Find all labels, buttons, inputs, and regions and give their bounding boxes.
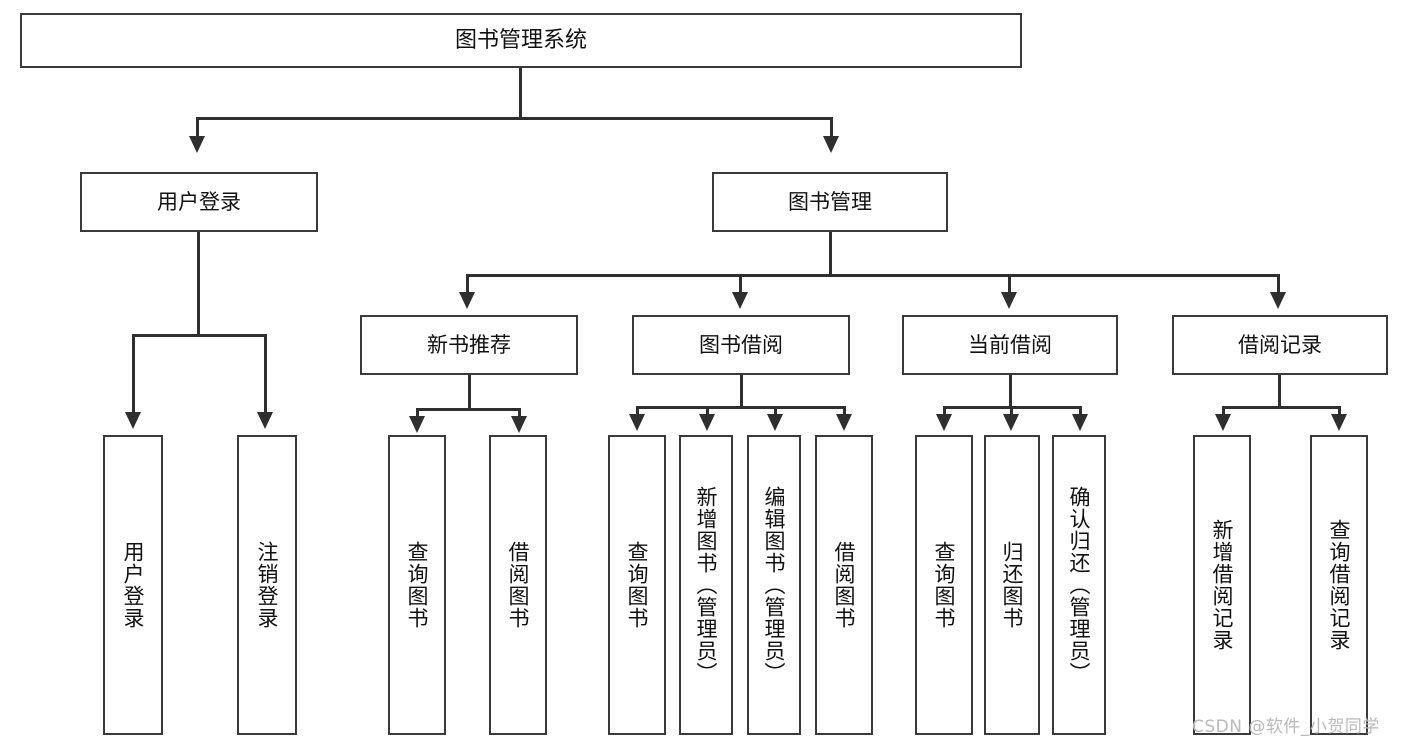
edge-cb-leaf1 — [943, 406, 946, 416]
edge-bb-leaf1 — [636, 406, 639, 416]
leaf-add-record[interactable]: 新增借阅记录 — [1193, 435, 1251, 735]
arrowhead-leaf-edit-book — [767, 414, 783, 431]
arrowhead-new-book-rec — [459, 292, 475, 309]
leaf-return-book[interactable]: 归还图书 — [984, 435, 1040, 735]
leaf-borrow-book-1-label: 借阅图书 — [506, 541, 531, 629]
arrowhead-borrow-record — [1270, 292, 1286, 309]
edge-book-borrow-down — [740, 375, 743, 408]
leaf-user-login-label: 用户登录 — [121, 541, 146, 629]
node-book-borrow[interactable]: 图书借阅 — [632, 315, 850, 375]
edge-new-book-down — [468, 375, 471, 410]
arrowhead-book-manage — [823, 136, 839, 153]
edge-root-to-user-login — [196, 117, 199, 139]
leaf-borrow-book-1[interactable]: 借阅图书 — [489, 435, 547, 735]
node-user-login[interactable]: 用户登录 — [80, 172, 318, 232]
node-borrow-record[interactable]: 借阅记录 — [1172, 315, 1388, 375]
arrowhead-book-borrow — [732, 292, 748, 309]
arrowhead-leaf-confirm-return — [1072, 414, 1088, 431]
edge-nb-leaf2 — [518, 408, 521, 418]
edge-cb-leaf2 — [1010, 406, 1013, 416]
edge-bm-to-borrow-record — [1277, 274, 1280, 294]
edge-bm-to-new-book — [466, 274, 469, 294]
edge-new-book-bar — [416, 408, 521, 411]
edge-br-leaf1 — [1222, 406, 1225, 416]
arrowhead-leaf-borrow-book-1 — [511, 416, 527, 433]
arrowhead-leaf-query-record — [1331, 414, 1347, 431]
arrowhead-leaf-return-book — [1003, 414, 1019, 431]
node-current-borrow-label: 当前借阅 — [968, 332, 1052, 357]
leaf-query-book-1-label: 查询图书 — [405, 541, 430, 629]
edge-book-manage-down — [829, 232, 832, 276]
leaf-user-login[interactable]: 用户登录 — [103, 435, 163, 735]
node-current-borrow[interactable]: 当前借阅 — [902, 315, 1118, 375]
leaf-add-record-label: 新增借阅记录 — [1210, 519, 1235, 651]
leaf-user-logout-label: 注销登录 — [255, 541, 280, 629]
edge-bb-leaf4 — [843, 406, 846, 416]
leaf-borrow-book-2-label: 借阅图书 — [832, 541, 857, 629]
edge-br-leaf2 — [1338, 406, 1341, 416]
leaf-query-book-2-label: 查询图书 — [625, 541, 650, 629]
edge-bb-leaf2 — [706, 406, 709, 416]
arrowhead-leaf-user-login — [125, 412, 141, 429]
edge-root-down — [519, 68, 522, 119]
edge-user-login-leaf1 — [132, 334, 135, 414]
arrowhead-leaf-add-book — [699, 414, 715, 431]
leaf-query-book-2[interactable]: 查询图书 — [608, 435, 666, 735]
edge-root-to-book-manage — [830, 117, 833, 139]
edge-root-bar — [196, 117, 833, 120]
leaf-add-book-label: 新增图书（管理员） — [694, 486, 719, 684]
edge-user-login-bar — [132, 334, 266, 337]
node-root[interactable]: 图书管理系统 — [20, 13, 1022, 68]
node-borrow-record-label: 借阅记录 — [1238, 332, 1322, 357]
leaf-edit-book[interactable]: 编辑图书（管理员） — [747, 435, 801, 735]
arrowhead-leaf-user-logout — [257, 412, 273, 429]
node-book-manage-label: 图书管理 — [788, 189, 872, 214]
edge-book-borrow-bar — [636, 406, 846, 409]
edge-user-login-leaf2 — [264, 334, 267, 414]
leaf-query-book-1[interactable]: 查询图书 — [388, 435, 446, 735]
arrowhead-leaf-query-book-1 — [409, 416, 425, 433]
edge-bm-to-current-borrow — [1008, 274, 1011, 294]
node-new-book-rec-label: 新书推荐 — [427, 332, 511, 357]
edge-bm-to-book-borrow — [739, 274, 742, 294]
arrowhead-user-login — [189, 136, 205, 153]
arrowhead-leaf-add-record — [1215, 414, 1231, 431]
edge-borrow-record-down — [1278, 375, 1281, 408]
edge-current-borrow-down — [1009, 375, 1012, 408]
leaf-edit-book-label: 编辑图书（管理员） — [762, 486, 787, 684]
arrowhead-current-borrow — [1001, 292, 1017, 309]
edge-cb-leaf3 — [1079, 406, 1082, 416]
edge-book-manage-bar — [466, 274, 1280, 277]
node-book-manage[interactable]: 图书管理 — [712, 172, 948, 232]
node-new-book-rec[interactable]: 新书推荐 — [360, 315, 578, 375]
edge-nb-leaf1 — [416, 408, 419, 418]
csdn-watermark: CSDN @软件_小贺同学 — [1192, 717, 1380, 737]
node-user-login-label: 用户登录 — [157, 189, 241, 214]
edge-user-login-down — [197, 232, 200, 336]
leaf-query-record-label: 查询借阅记录 — [1327, 519, 1352, 651]
leaf-query-book-3-label: 查询图书 — [932, 541, 957, 629]
leaf-add-book[interactable]: 新增图书（管理员） — [679, 435, 733, 735]
edge-borrow-record-bar — [1222, 406, 1340, 409]
leaf-borrow-book-2[interactable]: 借阅图书 — [815, 435, 873, 735]
edge-bb-leaf3 — [774, 406, 777, 416]
leaf-user-logout[interactable]: 注销登录 — [237, 435, 297, 735]
leaf-confirm-return[interactable]: 确认归还（管理员） — [1052, 435, 1106, 735]
node-book-borrow-label: 图书借阅 — [699, 332, 783, 357]
arrowhead-leaf-query-book-3 — [936, 414, 952, 431]
arrowhead-leaf-query-book-2 — [629, 414, 645, 431]
node-root-label: 图书管理系统 — [454, 27, 587, 53]
arrowhead-leaf-borrow-book-2 — [836, 414, 852, 431]
leaf-query-record[interactable]: 查询借阅记录 — [1310, 435, 1368, 735]
leaf-query-book-3[interactable]: 查询图书 — [915, 435, 973, 735]
leaf-return-book-label: 归还图书 — [1000, 541, 1025, 629]
leaf-confirm-return-label: 确认归还（管理员） — [1067, 486, 1092, 684]
